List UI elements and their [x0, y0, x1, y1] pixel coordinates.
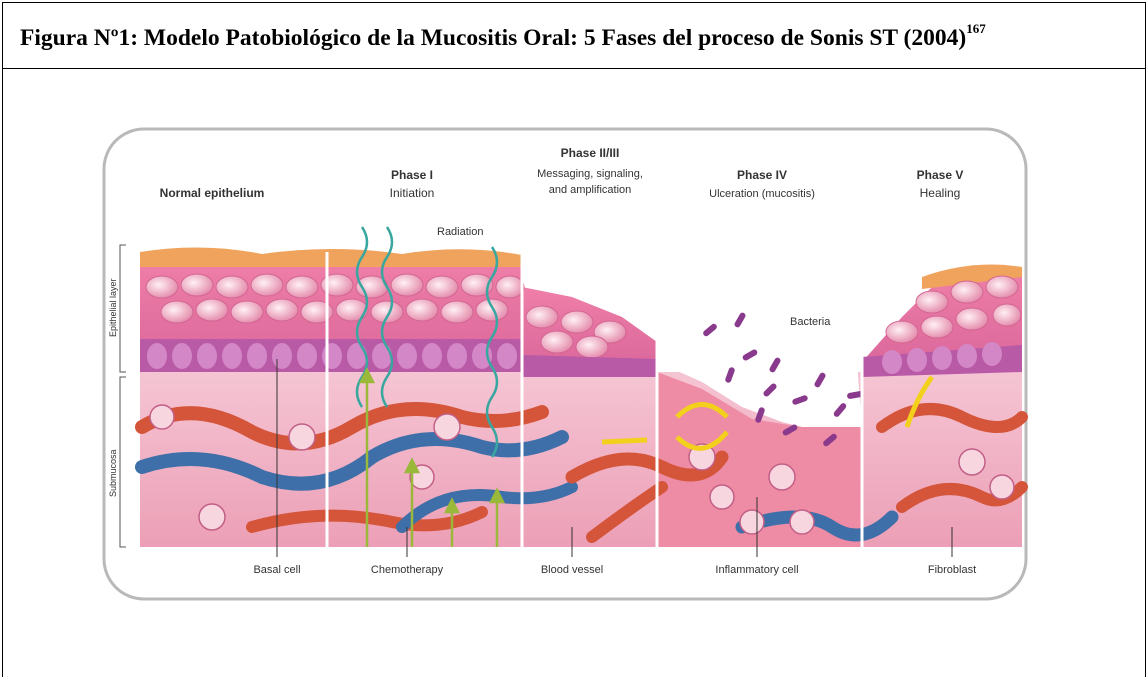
label-fibroblast: Fibroblast: [928, 564, 976, 576]
label-chemotherapy: Chemotherapy: [371, 564, 444, 576]
phase-2-3-subtitle-2: and amplification: [549, 184, 632, 196]
phase-2-3-subtitle: Messaging, signaling,: [537, 168, 643, 180]
phase-5-subtitle: Healing: [920, 186, 961, 200]
keratin-surface: [140, 247, 522, 267]
phase-5-title: Phase V: [917, 168, 964, 182]
label-bacteria: Bacteria: [790, 316, 831, 328]
label-radiation: Radiation: [437, 226, 483, 238]
phase-2-3-title: Phase II/III: [561, 146, 620, 160]
phase-1-title: Phase I: [391, 168, 433, 182]
reference-number: 167: [966, 21, 986, 36]
mucositis-diagram: Epithelial layer Submucosa Normal epithe…: [102, 127, 1028, 601]
label-basal-cell: Basal cell: [253, 564, 300, 576]
phase-1-subtitle: Initiation: [390, 186, 435, 200]
label-submucosa: Submucosa: [108, 449, 118, 497]
phase-4-subtitle: Ulceration (mucositis): [709, 188, 815, 200]
title-row: Figura Nº1: Modelo Patobiológico de la M…: [3, 3, 1145, 69]
figure-title-text: Figura Nº1: Modelo Patobiológico de la M…: [20, 25, 966, 51]
phase-normal-title: Normal epithelium: [160, 186, 265, 200]
label-inflammatory-cell: Inflammatory cell: [715, 564, 798, 576]
phase-4-title: Phase IV: [737, 168, 787, 182]
mucositis-illustration: Epithelial layer Submucosa Normal epithe…: [102, 127, 1028, 601]
label-epithelial-layer: Epithelial layer: [108, 278, 118, 337]
figure-title: Figura Nº1: Modelo Patobiológico de la M…: [20, 24, 986, 52]
label-blood-vessel: Blood vessel: [541, 564, 603, 576]
